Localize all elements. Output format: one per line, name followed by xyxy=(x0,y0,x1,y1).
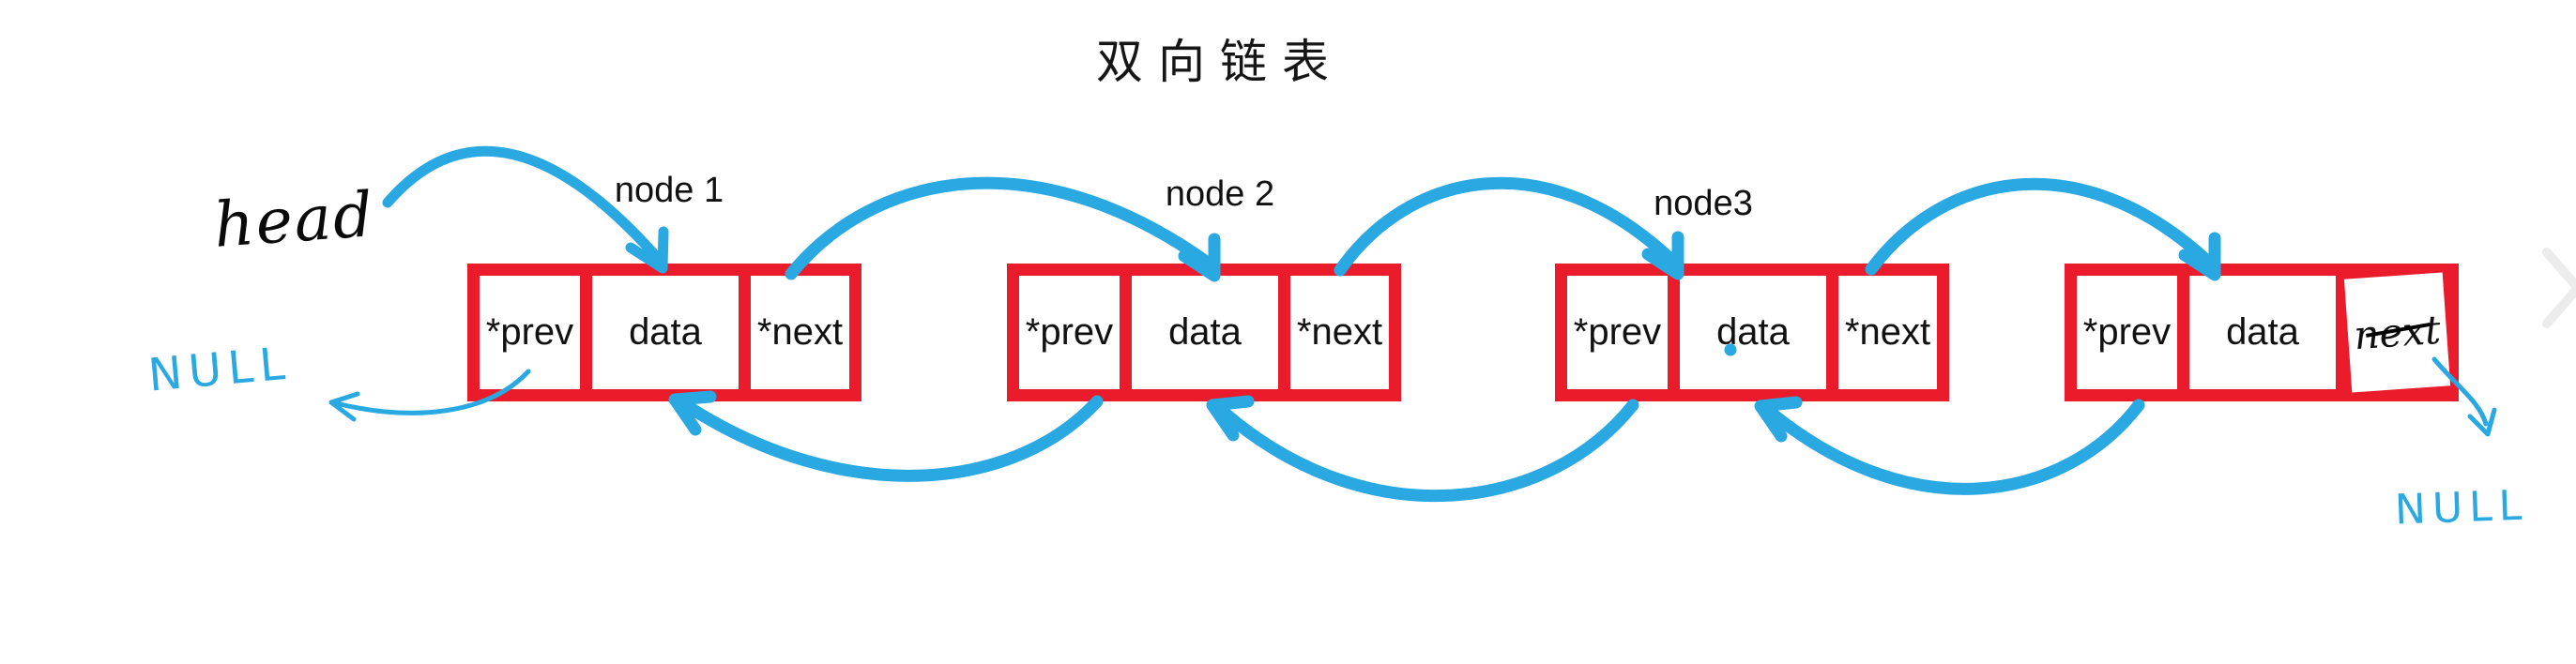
node1-next-cell: *next xyxy=(751,276,849,389)
next-arrow-3 xyxy=(1865,177,2214,276)
node4-data-cell: data xyxy=(2189,276,2336,389)
node-1: *prev data *next xyxy=(467,264,861,401)
node4-next-cell: next xyxy=(2343,272,2451,393)
prev-arrow-1 xyxy=(682,395,1104,482)
node3-prev-cell: *prev xyxy=(1567,276,1668,389)
prev-arrow-2 xyxy=(1220,399,1639,503)
node3-data-cell: data xyxy=(1680,276,1826,389)
node3-next-cell: *next xyxy=(1838,276,1937,389)
null-arrow-left-head xyxy=(328,391,360,422)
node2-caption: node 2 xyxy=(1165,174,1275,214)
prev-arrow-3 xyxy=(1768,399,2145,495)
null-arrow-right-head xyxy=(2467,407,2497,437)
node1-prev-cell: *prev xyxy=(480,276,580,389)
null-label-left: NULL xyxy=(145,337,294,402)
next-arrow-1 xyxy=(785,176,1212,280)
node-4: *prev data next xyxy=(2065,264,2459,401)
diagram-title: 双向链表 xyxy=(1096,36,1344,88)
prev-arrow-2-head xyxy=(1206,395,1255,442)
node-2: *prev data *next xyxy=(1007,264,1401,401)
null-label-right: NULL xyxy=(2394,481,2530,535)
head-pointer-label: head xyxy=(211,178,377,262)
node2-data-cell: data xyxy=(1132,276,1278,389)
node4-prev-cell: *prev xyxy=(2077,276,2177,389)
node3-caption: node3 xyxy=(1654,184,1753,223)
chevron-right-icon[interactable] xyxy=(2542,248,2576,328)
prev-arrow-3-head xyxy=(1754,396,1803,443)
node-3: *prev data *next xyxy=(1555,264,1949,401)
node1-caption: node 1 xyxy=(614,171,724,210)
node4-next-handwritten: next xyxy=(2352,306,2443,359)
prev-arrow-1-head xyxy=(668,390,717,436)
node2-prev-cell: *prev xyxy=(1019,276,1120,389)
node2-next-cell: *next xyxy=(1290,276,1389,389)
next-arrow-2 xyxy=(1334,176,1677,277)
node1-data-cell: data xyxy=(592,276,739,389)
